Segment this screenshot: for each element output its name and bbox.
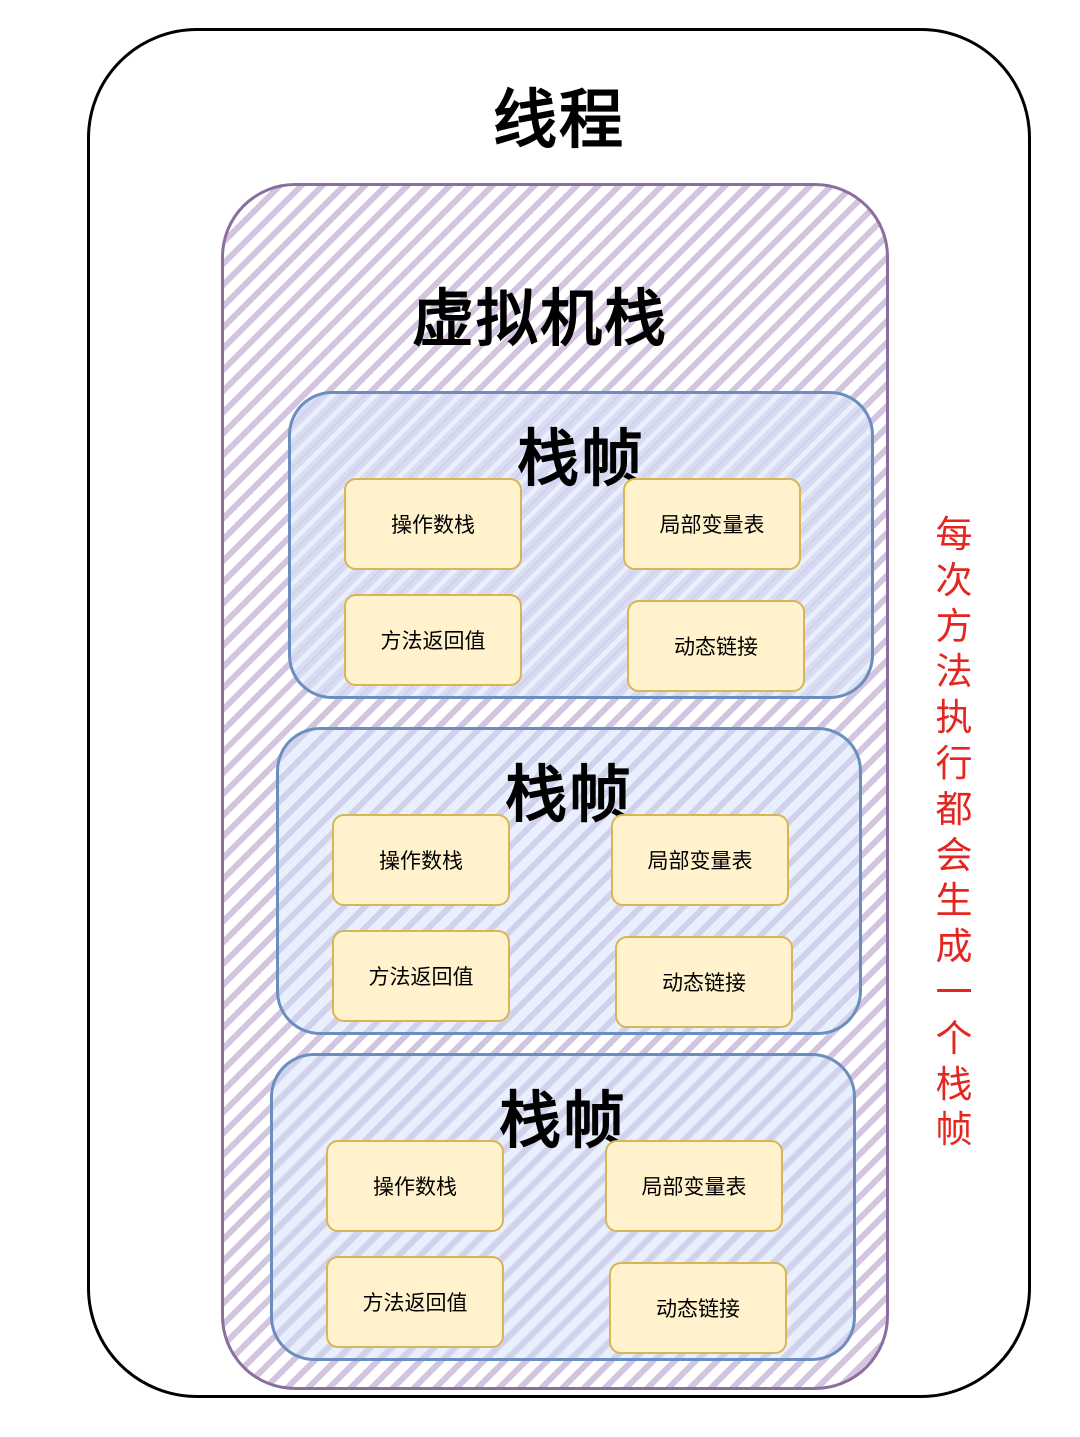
vm-stack-title: 虚拟机栈: [411, 282, 668, 355]
return-value-cell: 方法返回值: [326, 1256, 504, 1348]
operand-stack-cell: 操作数栈: [326, 1140, 504, 1232]
thread-title: 线程: [493, 84, 625, 158]
local-variable-table-cell: 局部变量表: [623, 478, 801, 570]
stack-frame-3: 栈帧 操作数栈 局部变量表 方法返回值 动态链接: [270, 1053, 856, 1361]
stack-frame-2: 栈帧 操作数栈 局部变量表 方法返回值 动态链接: [276, 727, 862, 1035]
stack-frame-title: 栈帧: [504, 758, 633, 831]
dynamic-link-cell: 动态链接: [609, 1262, 787, 1354]
return-value-cell: 方法返回值: [332, 930, 510, 1022]
stack-frame-title: 栈帧: [498, 1084, 627, 1157]
operand-stack-cell: 操作数栈: [344, 478, 522, 570]
dynamic-link-cell: 动态链接: [627, 600, 805, 692]
return-value-cell: 方法返回值: [344, 594, 522, 686]
dynamic-link-cell: 动态链接: [615, 936, 793, 1028]
local-variable-table-cell: 局部变量表: [605, 1140, 783, 1232]
frame-creation-note: 每次方法执行都会生成一个栈帧: [935, 513, 973, 1152]
stack-frame-1: 栈帧 操作数栈 局部变量表 方法返回值 动态链接: [288, 391, 874, 699]
operand-stack-cell: 操作数栈: [332, 814, 510, 906]
stack-frame-title: 栈帧: [516, 422, 645, 495]
local-variable-table-cell: 局部变量表: [611, 814, 789, 906]
